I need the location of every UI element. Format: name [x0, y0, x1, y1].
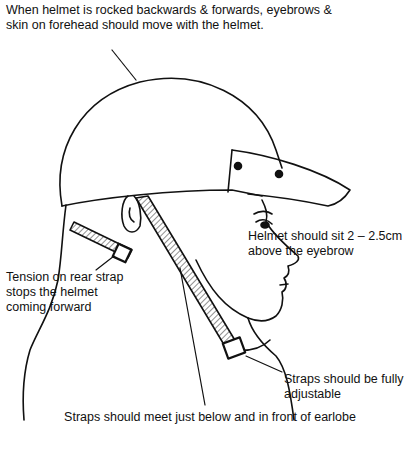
callout-text: Helmet should sit 2 – 2.5cm above the ey… [248, 229, 406, 259]
callout-text: Straps should be fully adjustable [284, 372, 404, 402]
callout-text: Straps should meet just below and in fro… [60, 410, 360, 425]
callout-text: Tension on rear strap stops the helmet c… [6, 270, 124, 315]
note-text: When helmet is rocked backwards & forwar… [6, 3, 336, 33]
